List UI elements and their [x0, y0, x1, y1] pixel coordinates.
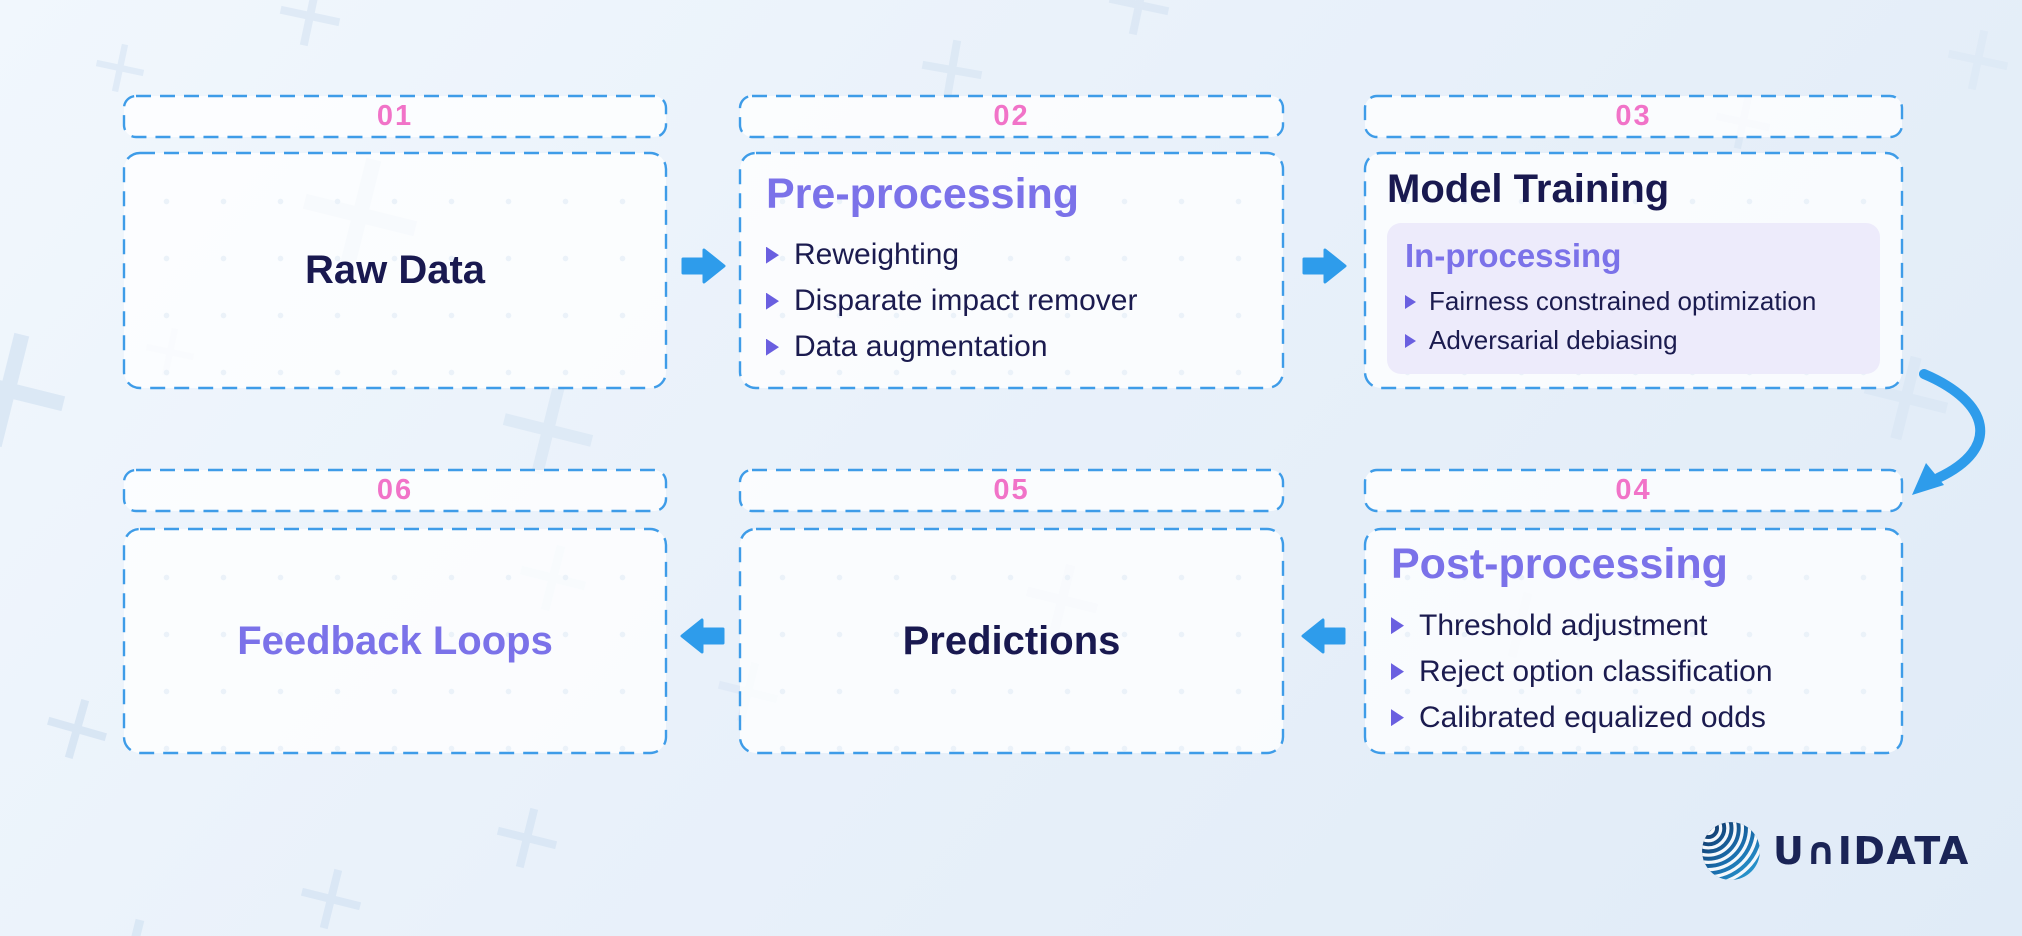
- step-06-pill-border: [122, 468, 668, 513]
- logo-text: U∩IDATA: [1773, 829, 1970, 873]
- globe-icon: [1702, 822, 1760, 880]
- step-03-title: Model Training: [1387, 166, 1670, 211]
- list-item-text: Reweighting: [794, 238, 960, 272]
- bullet-triangle-icon: [766, 292, 779, 310]
- step-01-box: Raw Data: [124, 153, 666, 388]
- bullet-triangle-icon: [1391, 617, 1404, 635]
- step-06-box: Feedback Loops: [124, 529, 666, 753]
- in-processing-panel: In-processing Fairness constrained optim…: [1387, 222, 1880, 375]
- step-05-number: 05: [993, 474, 1030, 506]
- step-02-box: Pre-processing Reweighting Disparate imp…: [740, 153, 1283, 388]
- in-processing-title: In-processing: [1405, 236, 1622, 274]
- bullet-triangle-icon: [1405, 333, 1416, 348]
- step-02-pill-border: [738, 94, 1285, 139]
- arrow-right-icon: [681, 248, 726, 284]
- step-01-number: 01: [376, 100, 414, 132]
- list-item: Reweighting: [766, 232, 1257, 278]
- bullet-triangle-icon: [1391, 709, 1404, 727]
- step-01-title: Raw Data: [304, 248, 486, 292]
- arrow-left-icon: [680, 618, 725, 654]
- step-03-box: Model Training In-processing Fairness co…: [1365, 153, 1902, 388]
- step-02-list: Reweighting Disparate impact remover Dat…: [766, 232, 1257, 370]
- bullet-triangle-icon: [766, 338, 779, 356]
- list-item: Adversarial debiasing: [1405, 321, 1862, 360]
- unidata-logo: U∩IDATA: [1700, 820, 1970, 882]
- step-04-pill-border: [1363, 468, 1904, 513]
- step-01-pill-border: [122, 94, 668, 139]
- curved-arrow-icon: [1912, 369, 1986, 495]
- list-item: Disparate impact remover: [766, 278, 1257, 324]
- list-item-text: Reject option classification: [1419, 654, 1773, 688]
- in-processing-list: Fairness constrained optimization Advers…: [1405, 282, 1862, 360]
- step-04-title: Post-processing: [1391, 540, 1728, 589]
- list-item: Calibrated equalized odds: [1391, 695, 1876, 741]
- list-item: Fairness constrained optimization: [1405, 282, 1862, 321]
- step-02-number: 02: [993, 100, 1030, 132]
- list-item-text: Fairness constrained optimization: [1429, 286, 1817, 317]
- step-05-title: Predictions: [902, 618, 1121, 663]
- step-06-title: Feedback Loops: [237, 618, 553, 663]
- list-item: Reject option classification: [1391, 649, 1876, 695]
- bullet-triangle-icon: [1391, 663, 1404, 681]
- step-06-number: 06: [376, 474, 414, 506]
- list-item-text: Adversarial debiasing: [1429, 325, 1678, 356]
- step-04-list: Threshold adjustment Reject option class…: [1391, 603, 1876, 741]
- list-item-text: Threshold adjustment: [1419, 608, 1708, 642]
- list-item: Threshold adjustment: [1391, 603, 1876, 649]
- list-item-text: Disparate impact remover: [794, 284, 1138, 318]
- arrow-right-icon: [1302, 248, 1347, 284]
- step-05-pill-border: [738, 468, 1285, 513]
- bullet-triangle-icon: [1405, 294, 1416, 309]
- list-item-text: Calibrated equalized odds: [1419, 700, 1766, 734]
- arrow-left-icon: [1301, 618, 1346, 654]
- step-05-box: Predictions: [740, 529, 1283, 753]
- step-04-number: 04: [1615, 474, 1652, 506]
- bullet-triangle-icon: [766, 246, 779, 264]
- list-item: Data augmentation: [766, 324, 1257, 370]
- step-04-box: Post-processing Threshold adjustment Rej…: [1365, 529, 1902, 753]
- step-03-number: 03: [1615, 100, 1652, 132]
- step-03-pill-border: [1363, 94, 1904, 139]
- step-02-title: Pre-processing: [766, 169, 1080, 218]
- list-item-text: Data augmentation: [794, 330, 1048, 364]
